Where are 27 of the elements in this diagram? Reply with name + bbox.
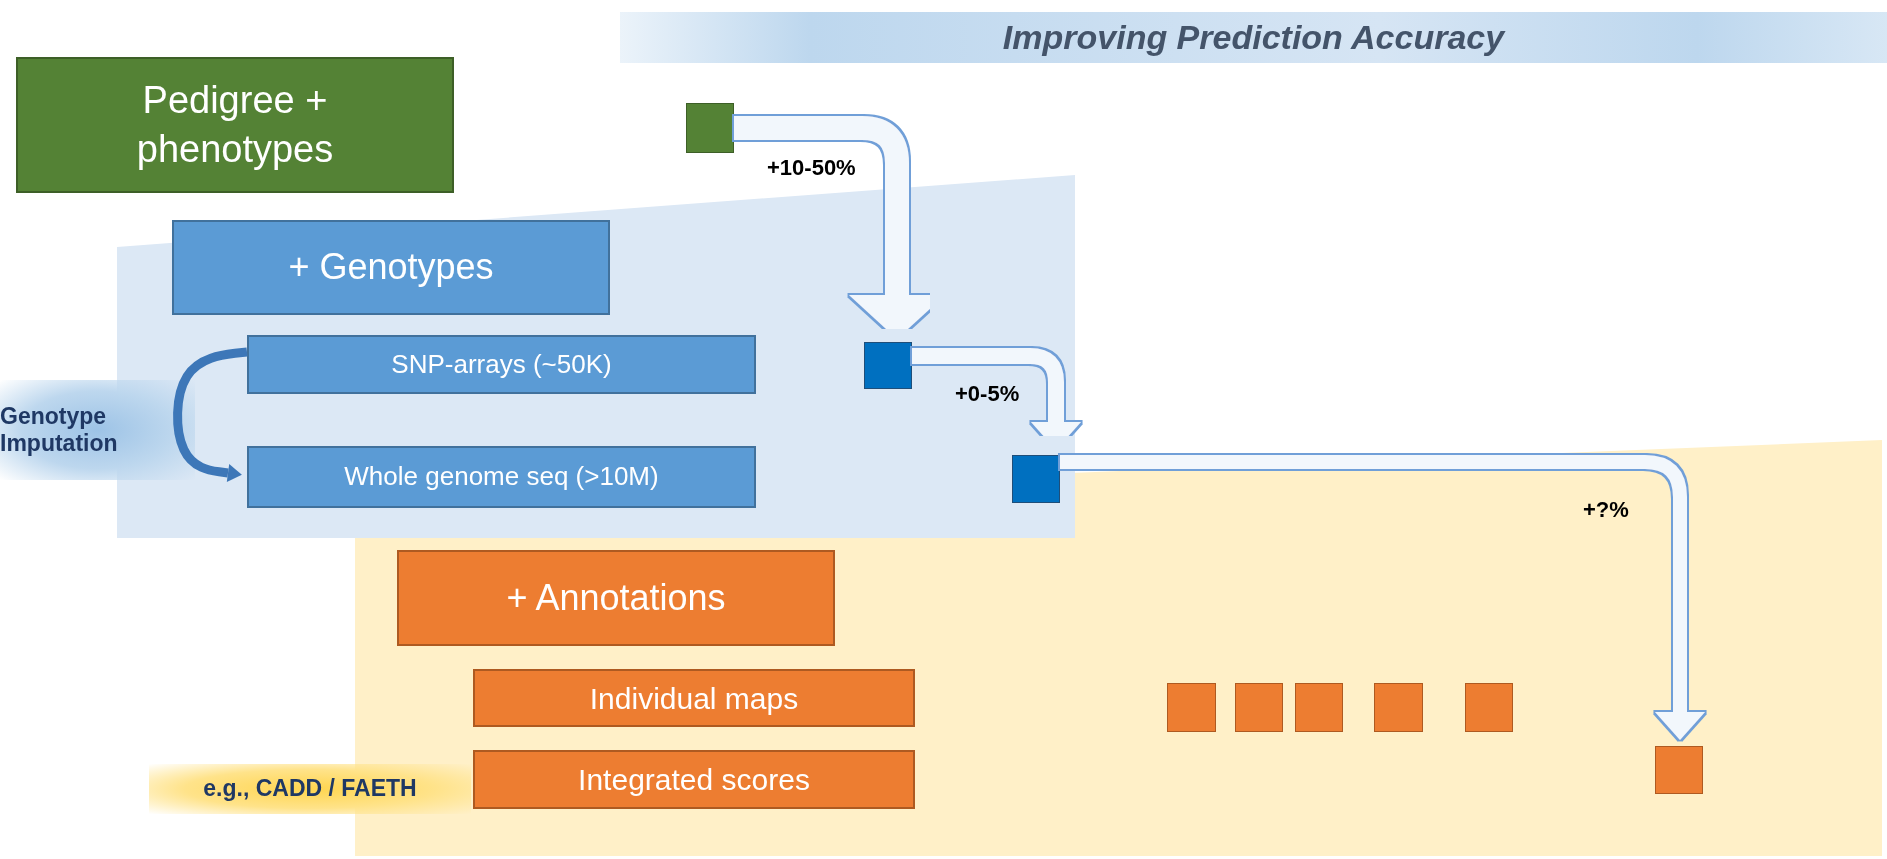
label-box: Whole genome seq (>10M) [247, 446, 756, 508]
square-marker [1012, 455, 1060, 503]
edge-label: +10-50% [767, 155, 856, 181]
square-marker [1655, 746, 1703, 794]
arrow [173, 347, 248, 482]
square-marker [686, 103, 734, 153]
title-banner: Improving Prediction Accuracy [620, 12, 1887, 63]
background-band [117, 175, 1075, 538]
arrow [1060, 455, 1705, 740]
square-marker [1167, 683, 1216, 732]
label-box: SNP-arrays (~50K) [247, 335, 756, 394]
square-marker [1295, 683, 1343, 732]
square-marker [1465, 683, 1513, 732]
edge-label: Genotype Imputation [0, 380, 195, 480]
label-box: Individual maps [473, 669, 915, 727]
label-box: Pedigree + phenotypes [16, 57, 454, 193]
label-box: + Annotations [397, 550, 835, 646]
note-label: e.g., CADD / FAETH [149, 764, 471, 814]
arrow [912, 348, 1081, 450]
square-marker [1374, 683, 1423, 732]
square-marker [1235, 683, 1283, 732]
edge-label: +0-5% [955, 381, 1020, 407]
arrow [734, 116, 945, 339]
arrow [1513, 682, 1615, 733]
edge-label: +?% [1583, 497, 1629, 523]
square-marker [864, 342, 912, 389]
label-box: + Genotypes [172, 220, 610, 315]
